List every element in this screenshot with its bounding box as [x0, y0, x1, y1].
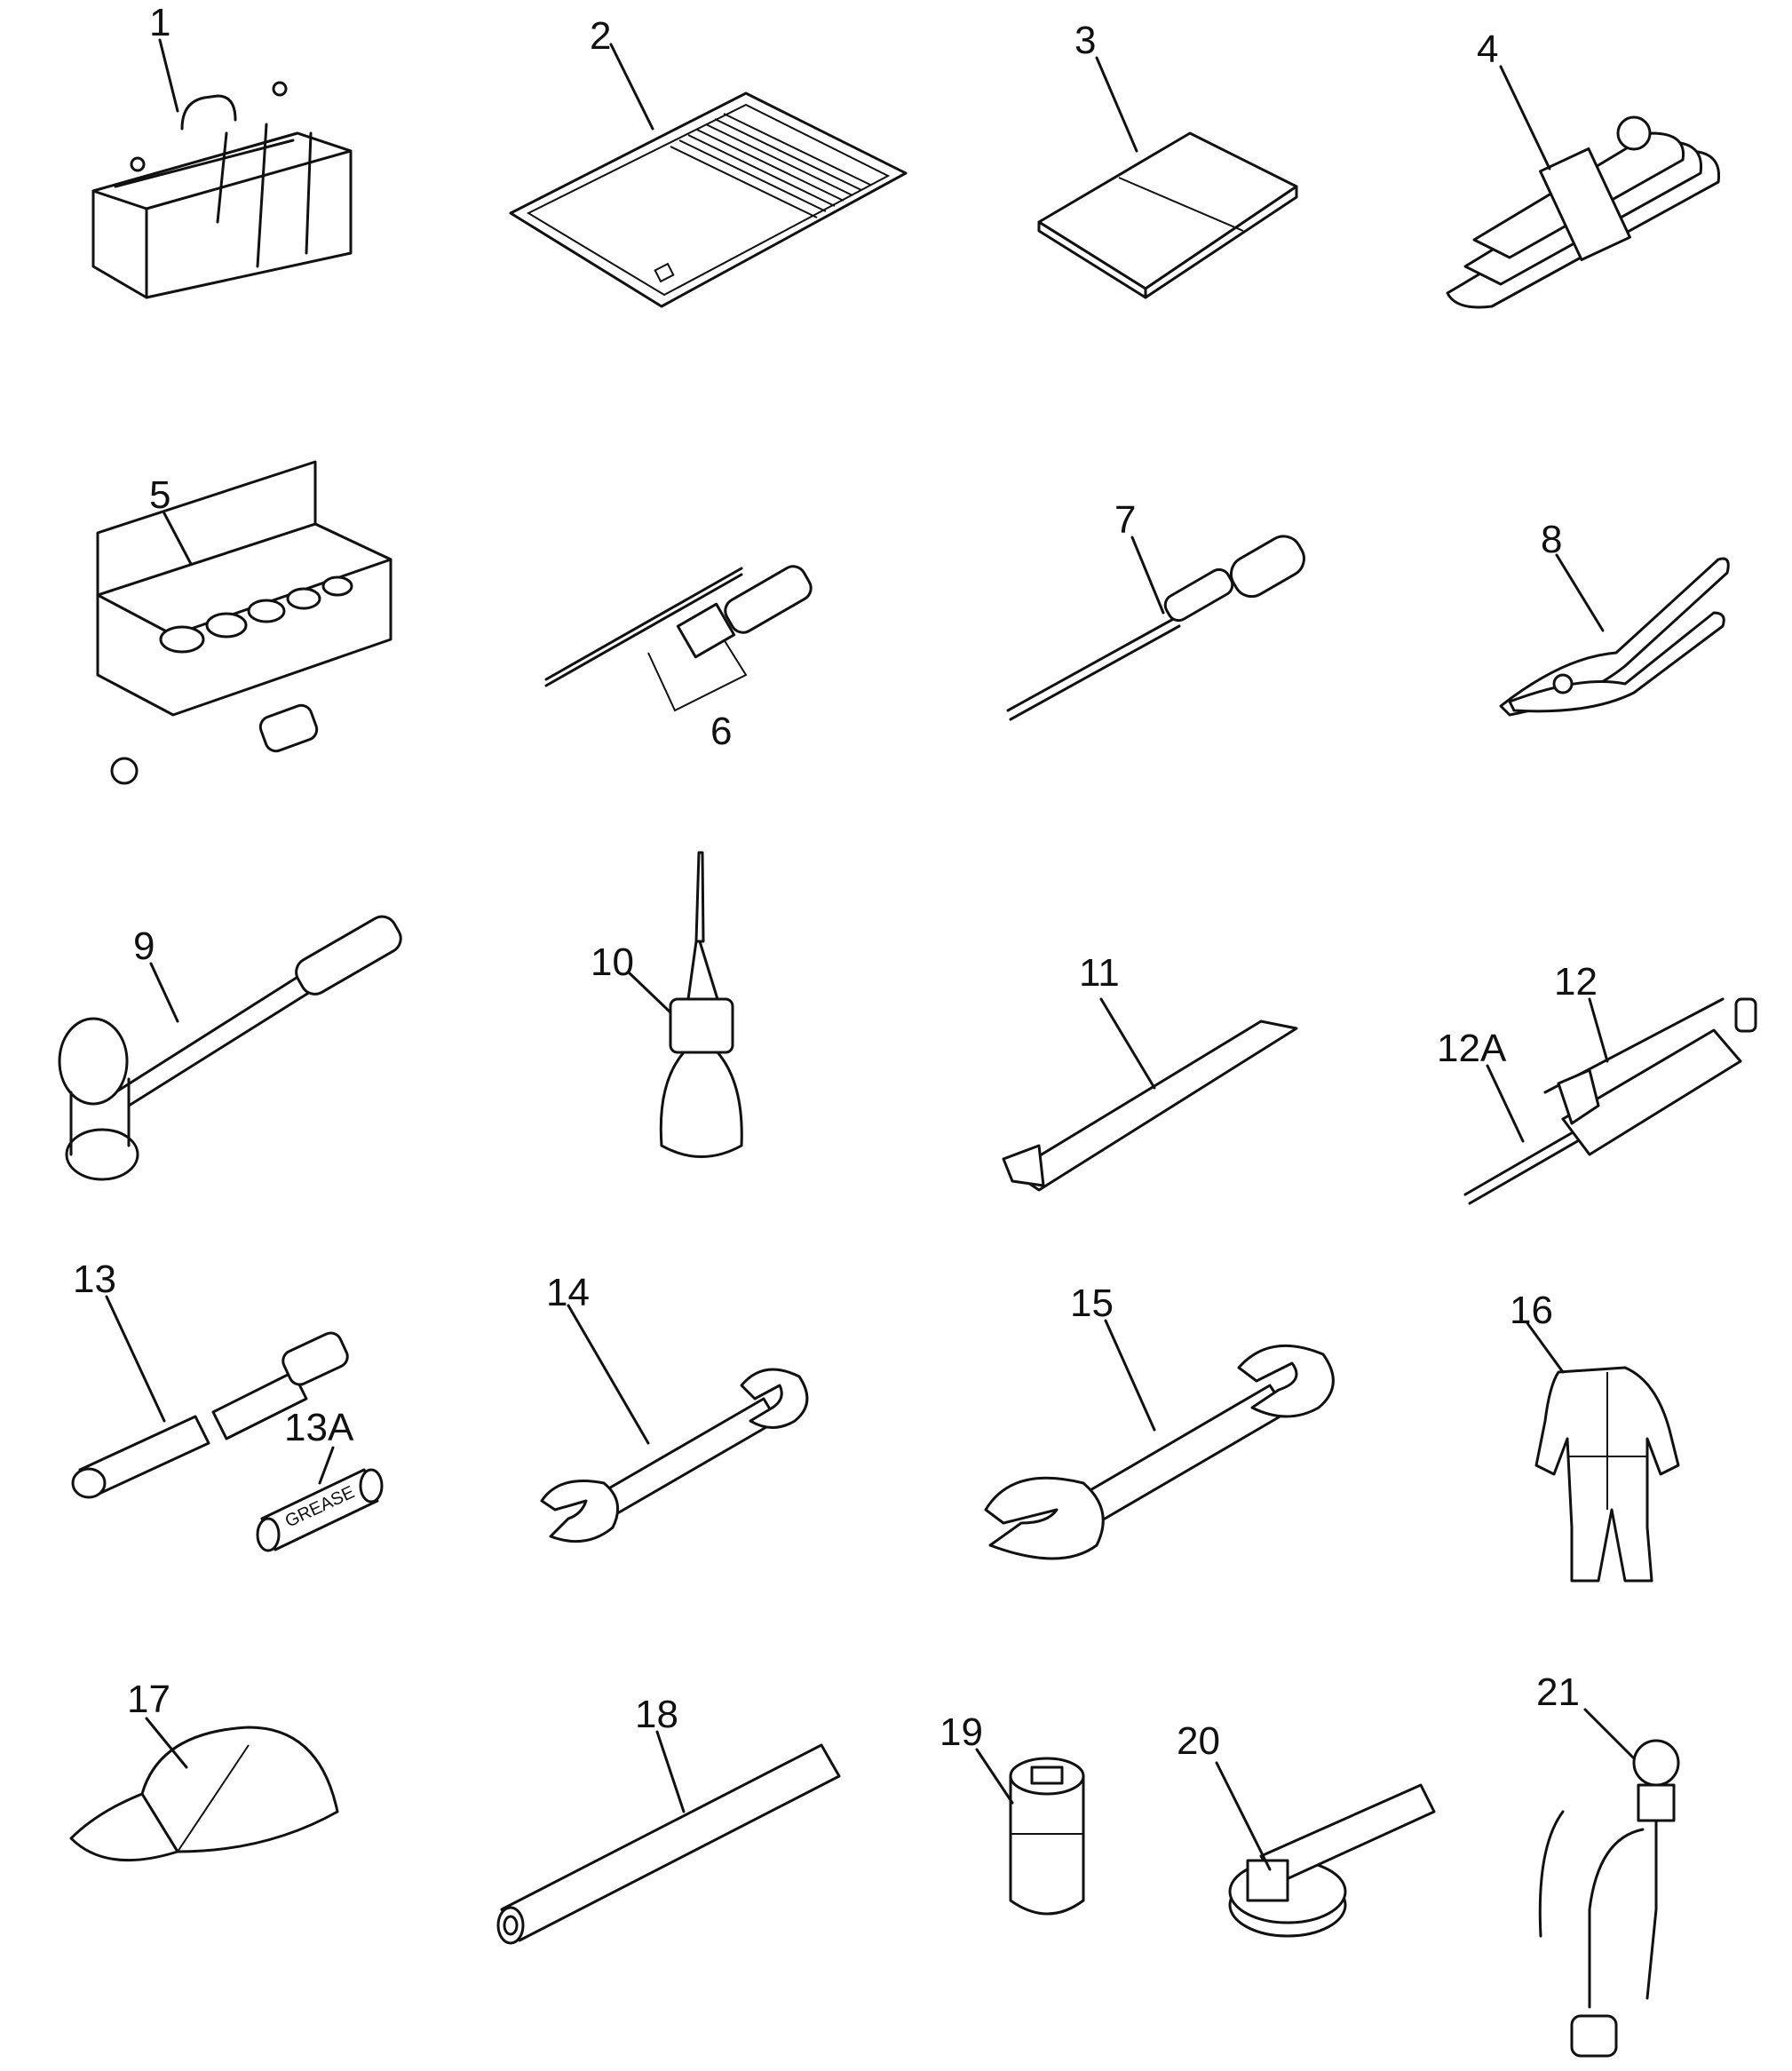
oil-can-drawing	[659, 851, 743, 1158]
tool-bag-drawing	[91, 81, 353, 299]
item-label-6: 6	[710, 710, 732, 753]
wrench-set-drawing	[1446, 115, 1721, 309]
item-label-12A: 12A	[1437, 1027, 1507, 1070]
item-label-13: 13	[73, 1258, 116, 1301]
item-label-21: 21	[1536, 1670, 1580, 1714]
item-label-16: 16	[1510, 1289, 1553, 1332]
item-label-2: 2	[590, 14, 611, 58]
wrench-large-drawing	[984, 1344, 1335, 1560]
item-label-9: 9	[133, 924, 155, 968]
item-label-1: 1	[149, 1, 170, 44]
grease-gun-drawing	[1463, 997, 1757, 1205]
parts-sheet-drawing	[509, 91, 908, 308]
item-label-17: 17	[127, 1678, 170, 1721]
air-gauge-drawing	[1538, 1739, 1680, 2058]
bar-drawing	[496, 1743, 841, 1945]
item-label-5: 5	[149, 473, 170, 517]
screwdriver-set-drawing	[544, 565, 813, 712]
coverall-drawing	[1534, 1366, 1680, 1583]
item-label-13A: 13A	[284, 1406, 354, 1449]
item-label-10: 10	[591, 940, 634, 984]
grease-pump-drawing	[71, 1331, 349, 1499]
item-label-3: 3	[1074, 19, 1096, 62]
pliers-drawing	[1499, 557, 1730, 717]
item-label-12: 12	[1554, 960, 1598, 1004]
item-label-15: 15	[1070, 1281, 1114, 1325]
socket-drawing	[1009, 1757, 1085, 1916]
pry-bar-drawing	[1002, 1020, 1298, 1192]
item-label-7: 7	[1114, 498, 1136, 542]
manual-book-drawing	[1037, 131, 1298, 299]
item-label-4: 4	[1477, 28, 1498, 71]
item-label-8: 8	[1541, 518, 1562, 561]
item-label-14: 14	[546, 1271, 590, 1314]
item-label-19: 19	[940, 1710, 983, 1754]
item-label-18: 18	[635, 1693, 678, 1736]
cap-drawing	[69, 1726, 339, 1862]
hammer-drawing	[58, 915, 402, 1181]
filter-wrench-drawing	[1228, 1783, 1436, 1938]
wrench-small-drawing	[540, 1368, 809, 1543]
socket-set-box-drawing	[96, 460, 392, 785]
item-label-20: 20	[1177, 1719, 1220, 1763]
item-label-11: 11	[1079, 951, 1120, 995]
screwdriver-drawing	[1006, 535, 1305, 721]
